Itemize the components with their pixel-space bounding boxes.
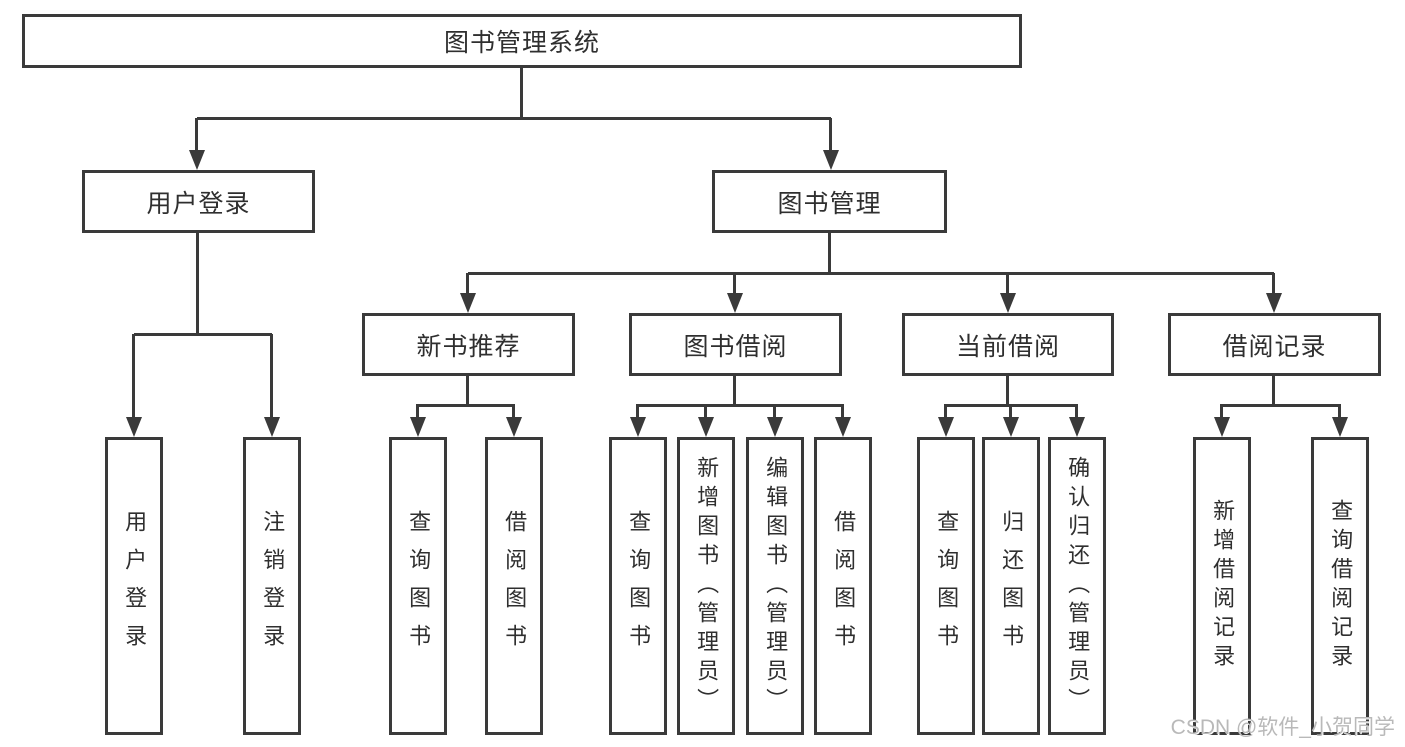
node-borrow-records: 借阅记录 xyxy=(1168,313,1381,376)
leaf-return-book-label: 归还图书 xyxy=(999,510,1025,662)
node-new-book-recommend: 新书推荐 xyxy=(362,313,575,376)
connector-root-bar xyxy=(197,117,831,120)
connector-records-drop xyxy=(1272,376,1275,405)
leaf-confirm-return-admin: 确认归还（管理员） xyxy=(1048,437,1106,735)
leaf-edit-book-admin: 编辑图书（管理员） xyxy=(746,437,804,735)
connector-stub xyxy=(132,334,135,418)
leaf-borrow-book-label: 借阅图书 xyxy=(831,510,857,662)
connector-stub xyxy=(512,404,515,418)
leaf-borrow-book: 借阅图书 xyxy=(814,437,872,735)
leaf-current-query-book: 查询图书 xyxy=(917,437,975,735)
arrow-down-icon xyxy=(264,417,280,437)
connector-stub xyxy=(466,273,469,295)
arrow-down-icon xyxy=(1214,417,1230,437)
connector-stub xyxy=(733,273,736,295)
arrow-down-icon xyxy=(938,417,954,437)
arrow-down-icon xyxy=(1332,417,1348,437)
leaf-add-book-admin: 新增图书（管理员） xyxy=(677,437,735,735)
connector-stub xyxy=(773,404,776,418)
connector-stub xyxy=(416,404,419,418)
connector-stub xyxy=(1075,404,1078,418)
arrow-down-icon xyxy=(1000,293,1016,313)
node-current-borrow: 当前借阅 xyxy=(902,313,1114,376)
connector-book-mgmt-bar xyxy=(468,272,1274,275)
arrow-down-icon xyxy=(189,150,205,170)
connector-stub xyxy=(1009,404,1012,418)
leaf-query-borrow-record-label: 查询借阅记录 xyxy=(1328,499,1354,673)
connector-stub xyxy=(704,404,707,418)
leaf-query-borrow-record: 查询借阅记录 xyxy=(1311,437,1369,735)
node-user-login: 用户登录 xyxy=(82,170,315,233)
connector-book-mgmt-drop xyxy=(828,233,831,273)
leaf-add-book-admin-label: 新增图书（管理员） xyxy=(694,455,720,717)
csdn-watermark: CSDN @软件_小贺同学 xyxy=(1170,716,1395,739)
node-borrow-records-label: 借阅记录 xyxy=(1222,332,1327,361)
connector-records-bar xyxy=(1222,404,1340,407)
leaf-add-borrow-record: 新增借阅记录 xyxy=(1193,437,1251,735)
arrow-down-icon xyxy=(506,417,522,437)
leaf-recommend-query-book: 查询图书 xyxy=(389,437,447,735)
arrow-down-icon xyxy=(126,417,142,437)
node-book-borrow: 图书借阅 xyxy=(629,313,842,376)
arrow-down-icon xyxy=(698,417,714,437)
node-book-management: 图书管理 xyxy=(712,170,947,233)
leaf-return-book: 归还图书 xyxy=(982,437,1040,735)
connector-stub xyxy=(1272,273,1275,295)
node-book-management-label: 图书管理 xyxy=(777,189,882,218)
connector-stub xyxy=(270,334,273,418)
connector-recommend-drop xyxy=(466,376,469,405)
connector-borrow-drop xyxy=(733,376,736,405)
arrow-down-icon xyxy=(1069,417,1085,437)
arrow-down-icon xyxy=(823,150,839,170)
arrow-down-icon xyxy=(727,293,743,313)
connector-stub xyxy=(1338,404,1341,418)
connector-stub xyxy=(195,118,198,152)
arrow-down-icon xyxy=(410,417,426,437)
leaf-recommend-borrow-book: 借阅图书 xyxy=(485,437,543,735)
leaf-borrow-query-book-label: 查询图书 xyxy=(626,510,652,662)
node-root: 图书管理系统 xyxy=(22,14,1022,68)
connector-borrow-bar xyxy=(638,404,843,407)
connector-user-login-drop xyxy=(196,233,199,335)
connector-root-drop xyxy=(520,68,523,119)
node-current-borrow-label: 当前借阅 xyxy=(955,332,1060,361)
leaf-user-login: 用户登录 xyxy=(105,437,163,735)
arrow-down-icon xyxy=(460,293,476,313)
connector-stub xyxy=(944,404,947,418)
node-user-login-label: 用户登录 xyxy=(146,189,251,218)
connector-recommend-bar xyxy=(418,404,514,407)
connector-current-drop xyxy=(1006,376,1009,405)
leaf-recommend-borrow-book-label: 借阅图书 xyxy=(502,510,528,662)
arrow-down-icon xyxy=(630,417,646,437)
connector-stub xyxy=(1006,273,1009,295)
node-book-borrow-label: 图书借阅 xyxy=(683,332,788,361)
node-new-book-recommend-label: 新书推荐 xyxy=(416,332,521,361)
connector-stub xyxy=(841,404,844,418)
leaf-borrow-query-book: 查询图书 xyxy=(609,437,667,735)
leaf-add-borrow-record-label: 新增借阅记录 xyxy=(1210,499,1236,673)
connector-stub xyxy=(829,118,832,152)
leaf-logout: 注销登录 xyxy=(243,437,301,735)
arrow-down-icon xyxy=(1266,293,1282,313)
connector-user-login-bar xyxy=(134,333,272,336)
leaf-user-login-label: 用户登录 xyxy=(122,510,148,662)
arrow-down-icon xyxy=(835,417,851,437)
connector-stub xyxy=(636,404,639,418)
leaf-edit-book-admin-label: 编辑图书（管理员） xyxy=(763,455,789,717)
arrow-down-icon xyxy=(1003,417,1019,437)
leaf-recommend-query-book-label: 查询图书 xyxy=(406,510,432,662)
leaf-confirm-return-admin-label: 确认归还（管理员） xyxy=(1065,455,1091,717)
node-root-label: 图书管理系统 xyxy=(443,29,600,57)
arrow-down-icon xyxy=(767,417,783,437)
leaf-current-query-book-label: 查询图书 xyxy=(934,510,960,662)
connector-stub xyxy=(1220,404,1223,418)
leaf-logout-label: 注销登录 xyxy=(260,510,286,662)
